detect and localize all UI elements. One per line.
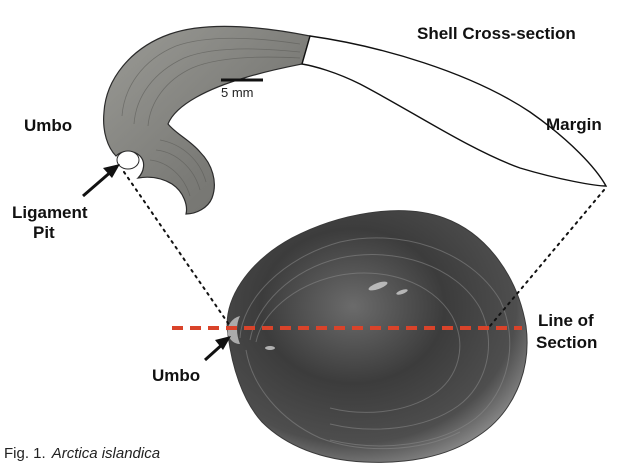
- umbo-label-top: Umbo: [24, 116, 72, 135]
- umbo-label-bottom: Umbo: [152, 366, 200, 385]
- margin-label: Margin: [546, 115, 602, 134]
- clam-shell-photo: [227, 211, 527, 463]
- scale-bar-label: 5 mm: [221, 85, 254, 100]
- caption-prefix: Fig. 1.: [4, 445, 46, 462]
- shell-cross-section: [104, 26, 606, 214]
- line-of-section-label-line2: Section: [536, 333, 597, 352]
- ligament-pit-arrow: [83, 164, 120, 196]
- ligament-pit-label-line2: Pit: [33, 223, 55, 242]
- ligament-pit-label-line1: Ligament: [12, 203, 88, 222]
- caption-species: Arctica islandica: [51, 445, 160, 462]
- projection-line-umbo: [124, 172, 230, 326]
- line-of-section-label-line1: Line of: [538, 311, 594, 330]
- figure-caption: Fig. 1. Arctica islandica: [4, 445, 160, 462]
- umbo-arrow: [205, 336, 231, 360]
- shell-cross-section-title: Shell Cross-section: [417, 24, 576, 43]
